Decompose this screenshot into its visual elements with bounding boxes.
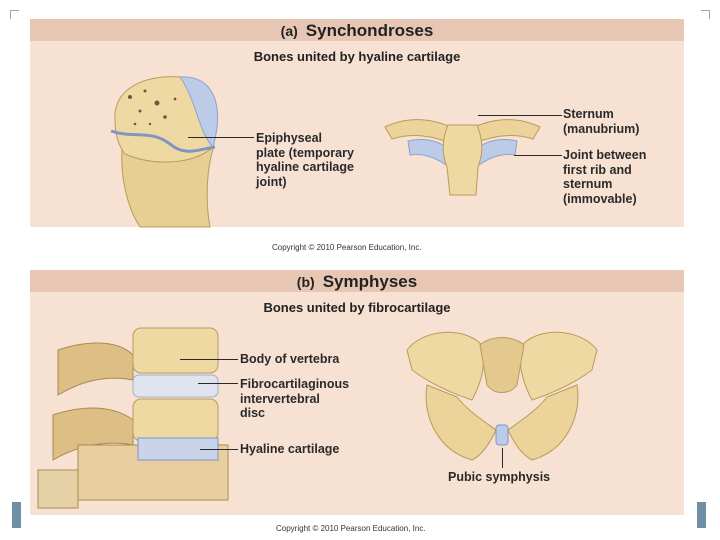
- rib-joint-leader: [514, 155, 562, 156]
- slide-corner-top-left: [10, 10, 19, 19]
- panel-a-title: Synchondroses: [306, 21, 434, 40]
- panel-a-heading: (a) Synchondroses: [30, 21, 684, 41]
- left-ilium: [407, 332, 484, 400]
- sternum-line-2: (manubrium): [563, 122, 639, 137]
- rib-joint-line-1: Joint between: [563, 148, 646, 163]
- epiphyseal-line-2: plate (temporary: [256, 146, 354, 161]
- epiphyseal-line-4: joint): [256, 175, 354, 190]
- lower-vertebral-segment: [38, 470, 78, 508]
- panel-a-letter: (a): [281, 23, 298, 39]
- pubic-symphysis-disc: [496, 425, 508, 445]
- symphyses-panel: (b) Symphyses Bones united by fibrocartil…: [30, 270, 684, 515]
- disc-leader: [198, 383, 238, 384]
- panel-a-copyright: Copyright © 2010 Pearson Education, Inc.: [272, 243, 422, 252]
- slide-accent-right: [697, 502, 706, 528]
- sternum-label: Sternum (manubrium): [563, 107, 639, 136]
- slide-corner-top-right: [701, 10, 710, 19]
- panel-b-letter: (b): [297, 274, 315, 290]
- epiphyseal-plate-label: Epiphyseal plate (temporary hyaline cart…: [256, 131, 354, 189]
- disc-line-3: disc: [240, 406, 349, 421]
- synchondroses-panel: (a) Synchondroses Bones united by hyaline…: [30, 19, 684, 227]
- rib-joint-line-4: (immovable): [563, 192, 646, 207]
- pubic-symphysis-label: Pubic symphysis: [448, 470, 550, 485]
- sternum-leader: [478, 115, 562, 116]
- epiphyseal-line-1: Epiphyseal: [256, 131, 354, 146]
- pubic-leader: [502, 448, 503, 468]
- disc-label: Fibrocartilaginous intervertebral disc: [240, 377, 349, 421]
- panel-a-subtitle: Bones united by hyaline cartilage: [30, 49, 684, 64]
- epiphyseal-leader: [188, 137, 254, 138]
- rib-joint-line-2: first rib and: [563, 163, 646, 178]
- upper-vertebral-body: [133, 328, 218, 373]
- panel-b-copyright: Copyright © 2010 Pearson Education, Inc.: [276, 524, 426, 533]
- rib-joint-line-3: sternum: [563, 177, 646, 192]
- panel-b-heading: (b) Symphyses: [30, 272, 684, 292]
- manubrium: [443, 125, 481, 195]
- disc-line-1: Fibrocartilaginous: [240, 377, 349, 392]
- panel-b-subtitle: Bones united by fibrocartilage: [30, 300, 684, 315]
- sternum-line-1: Sternum: [563, 107, 639, 122]
- disc-line-2: intervertebral: [240, 392, 349, 407]
- intervertebral-disc: [133, 375, 218, 397]
- epiphyseal-line-3: hyaline cartilage: [256, 160, 354, 175]
- sacrum: [480, 338, 524, 393]
- right-ilium: [520, 332, 597, 400]
- posterior-processes: [53, 343, 133, 460]
- hyaline-cartilage-label: Hyaline cartilage: [240, 442, 339, 457]
- humerus-illustration: [95, 69, 255, 229]
- body-vertebra-label: Body of vertebra: [240, 352, 339, 367]
- slide-accent-left: [12, 502, 21, 528]
- rib-joint-label: Joint between first rib and sternum (imm…: [563, 148, 646, 206]
- body-vertebra-leader: [180, 359, 238, 360]
- hyaline-leader: [200, 449, 238, 450]
- middle-vertebral-body: [133, 399, 218, 441]
- sternum-illustration: [380, 107, 545, 197]
- panel-b-title: Symphyses: [323, 272, 418, 291]
- vertebral-column-illustration: [38, 320, 243, 510]
